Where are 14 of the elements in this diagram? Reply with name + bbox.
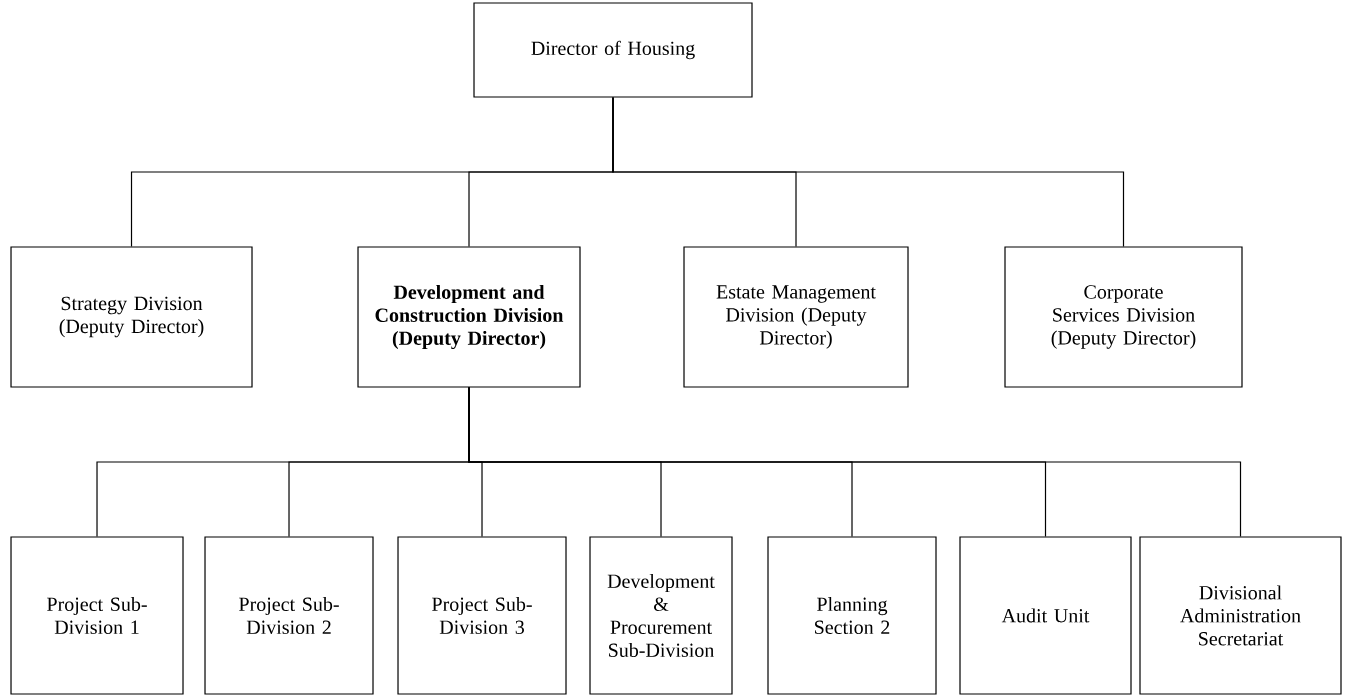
org-box: Project Sub-Division 1 — [10, 536, 184, 695]
org-box: Director of Housing — [473, 2, 753, 98]
org-box: Project Sub-Division 2 — [204, 536, 374, 695]
org-box: Divisional Administration Secretariat — [1139, 536, 1342, 695]
org-box: Estate Management Division (Deputy Director) — [683, 246, 909, 388]
org-box: Development & Procurement Sub-Division — [589, 536, 733, 695]
org-box: Strategy Division (Deputy Director) — [10, 246, 253, 388]
connector-line — [468, 387, 1242, 537]
org-box: Project Sub-Division 3 — [397, 536, 567, 695]
connector-line — [612, 97, 1125, 247]
org-box: Planning Section 2 — [767, 536, 937, 695]
org-box: Development and Construction Division (Deputy Director) — [357, 246, 581, 388]
org-box: Audit Unit — [959, 536, 1132, 695]
org-box: Corporate Services Division (Deputy Director) — [1004, 246, 1243, 388]
